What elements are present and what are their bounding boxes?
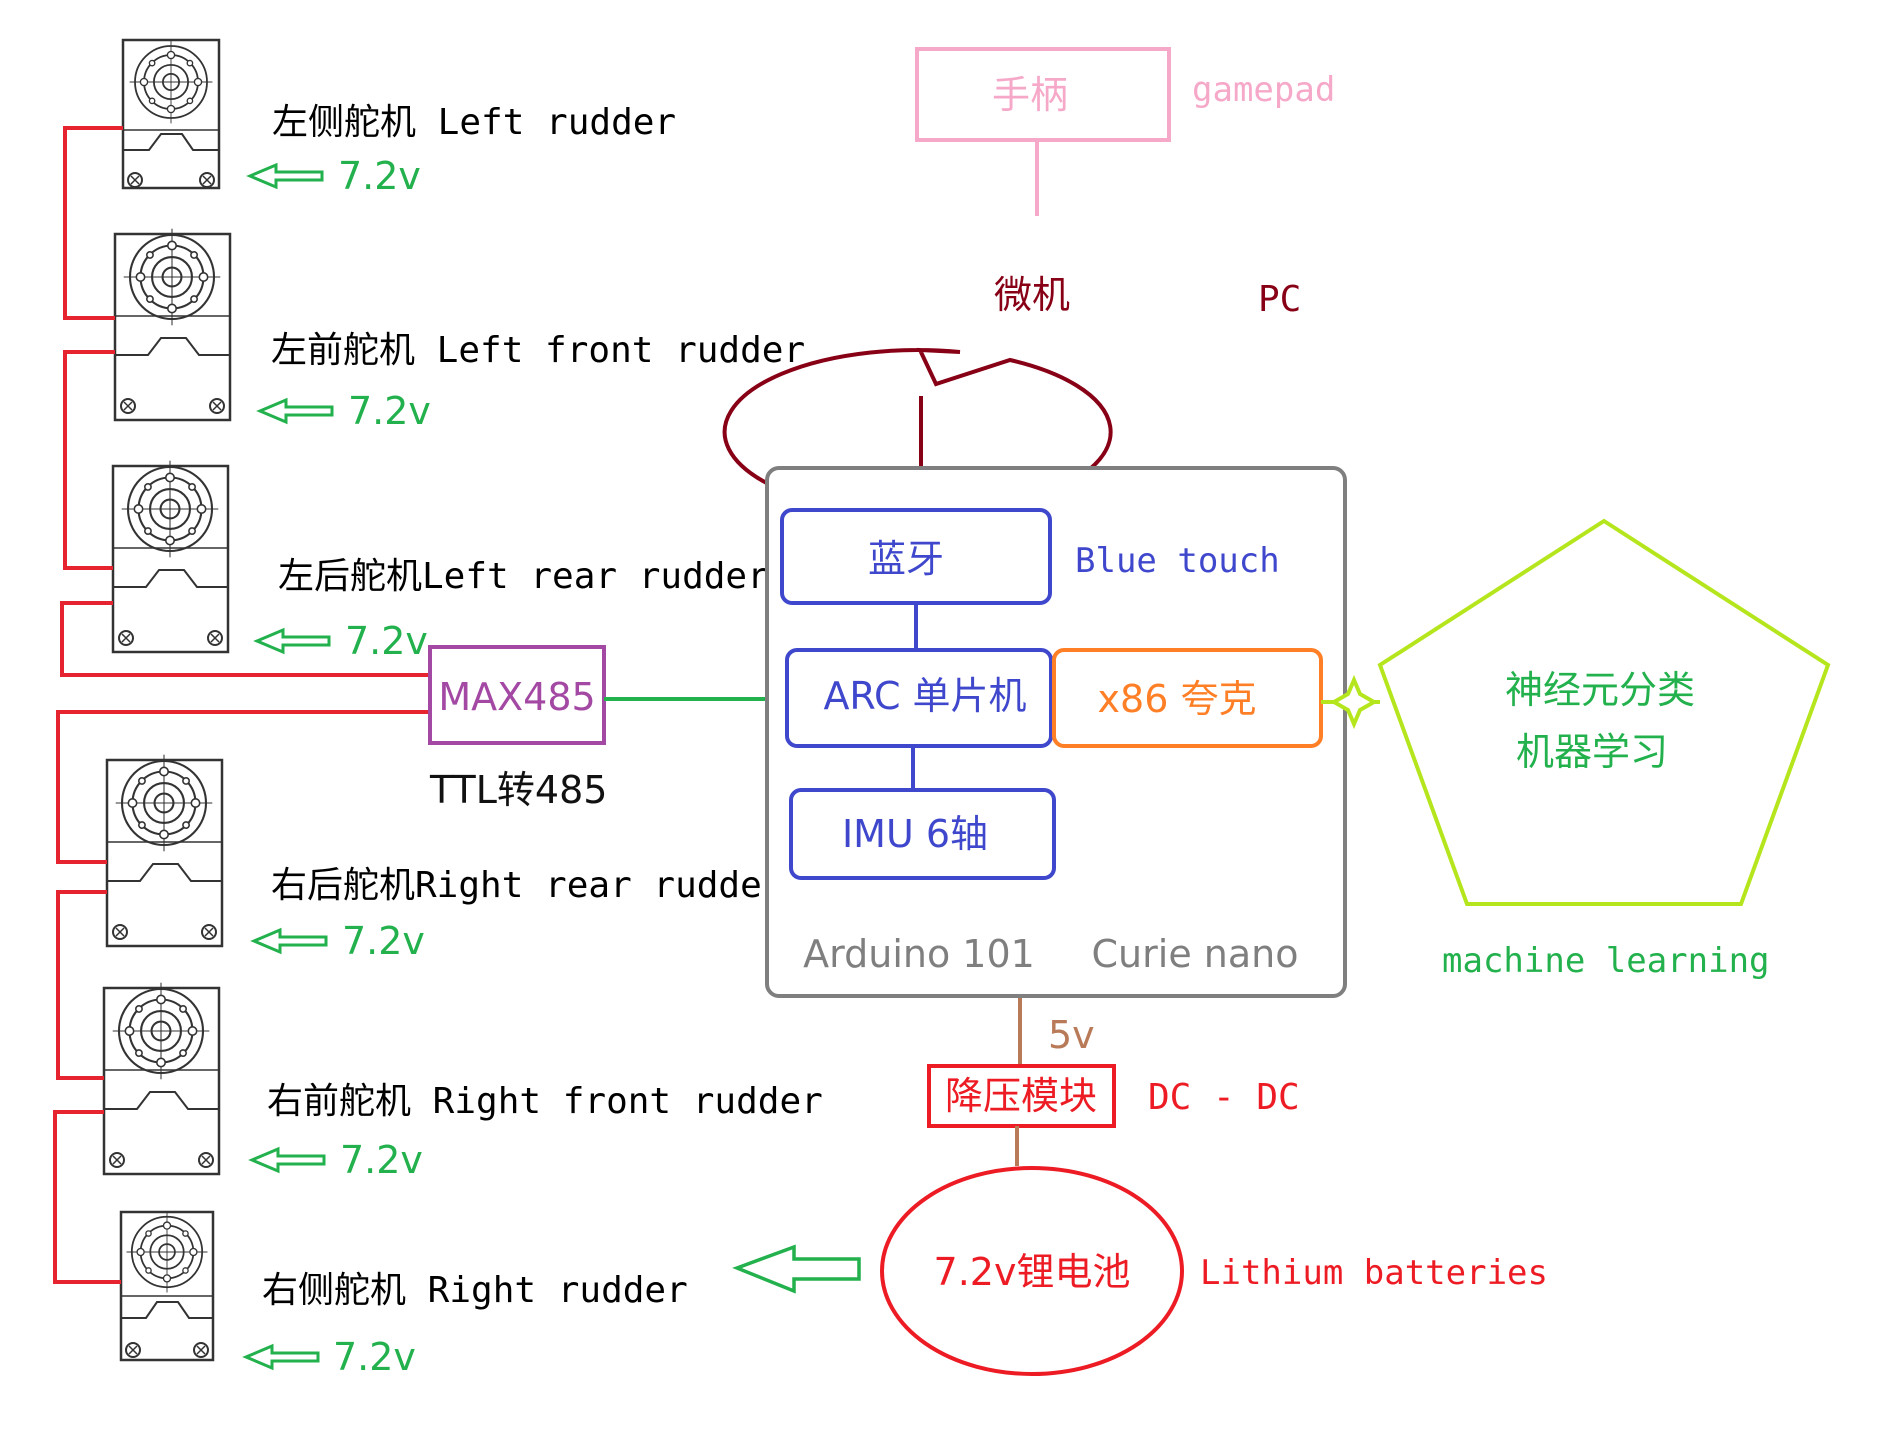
buck-en-label: DC - DC [1148, 1077, 1300, 1118]
servo-right-rudder [119, 1210, 215, 1362]
voltage-arrows [242, 162, 334, 1371]
servo-label-left-front-rudder: 左前舵机 Left front rudder [271, 330, 805, 371]
ml-link-star [1329, 674, 1379, 730]
buck-label: 降压模块 [945, 1074, 1097, 1118]
ml-line1: 神经元分类 [1505, 668, 1695, 712]
servo-right-front-rudder [102, 981, 221, 1176]
board-name-left: Arduino 101 [803, 932, 1035, 976]
servo-left-rear-rudder [111, 459, 230, 654]
bluetooth-module: 蓝牙 [780, 508, 1052, 605]
gamepad-en-label: gamepad [1192, 70, 1335, 110]
power-5v-label: 5v [1048, 1013, 1095, 1057]
x86-quark: x86 夸克 [1052, 648, 1323, 748]
battery-output-arrow [732, 1244, 861, 1294]
servo-label-right-rudder: 右侧舵机 Right rudder [262, 1270, 688, 1311]
board-name-right: Curie nano [1092, 932, 1299, 976]
imu-label: IMU 6轴 [842, 812, 988, 856]
gamepad-label: 手柄 [992, 73, 1068, 117]
servo-right-rear-rudder [105, 753, 224, 948]
max485-label: MAX485 [438, 675, 595, 719]
voltage-label: 7.2v [342, 919, 425, 963]
arc-mcu: ARC 单片机 [785, 648, 1053, 748]
max485-caption: TTL转485 [429, 768, 607, 812]
servo-left-rudder [121, 38, 221, 190]
servo-label-left-rudder: 左侧舵机 Left rudder [272, 102, 676, 143]
servo-label-right-front-rudder: 右前舵机 Right front rudder [267, 1081, 823, 1122]
x86-label: x86 夸克 [1098, 677, 1257, 721]
voltage-label: 7.2v [333, 1335, 416, 1379]
servo-bus-wires [53, 126, 430, 1284]
buck-converter: 降压模块 [927, 1064, 1116, 1128]
voltage-label: 7.2v [345, 619, 428, 663]
servo-label-right-rear-rudder: 右后舵机Right rear rudder [271, 865, 783, 906]
ml-en-label: machine learning [1442, 941, 1770, 981]
machine-learning-pentagon: 神经元分类 机器学习 [1377, 518, 1831, 906]
bluetooth-label: 蓝牙 [868, 537, 944, 581]
bluetooth-en-label: Blue touch [1075, 541, 1280, 581]
voltage-label: 7.2v [338, 154, 421, 198]
imu-module: IMU 6轴 [789, 788, 1056, 880]
lithium-battery: 7.2v锂电池 [880, 1166, 1184, 1376]
battery-en-label: Lithium batteries [1200, 1253, 1548, 1293]
ml-line2: 机器学习 [1516, 730, 1668, 774]
gamepad-box: 手柄 [915, 47, 1171, 142]
voltage-label: 7.2v [348, 389, 431, 433]
pc-en-label: PC [1258, 279, 1301, 320]
servo-label-left-rear-rudder: 左后舵机Left rear rudder [278, 556, 769, 597]
arc-label: ARC 单片机 [823, 674, 1026, 718]
battery-label: 7.2v锂电池 [934, 1250, 1131, 1294]
servo-left-front-rudder [113, 227, 232, 422]
voltage-label: 7.2v [340, 1138, 423, 1182]
max485-module: MAX485 [428, 645, 606, 745]
pc-label: 微机 [994, 273, 1070, 317]
